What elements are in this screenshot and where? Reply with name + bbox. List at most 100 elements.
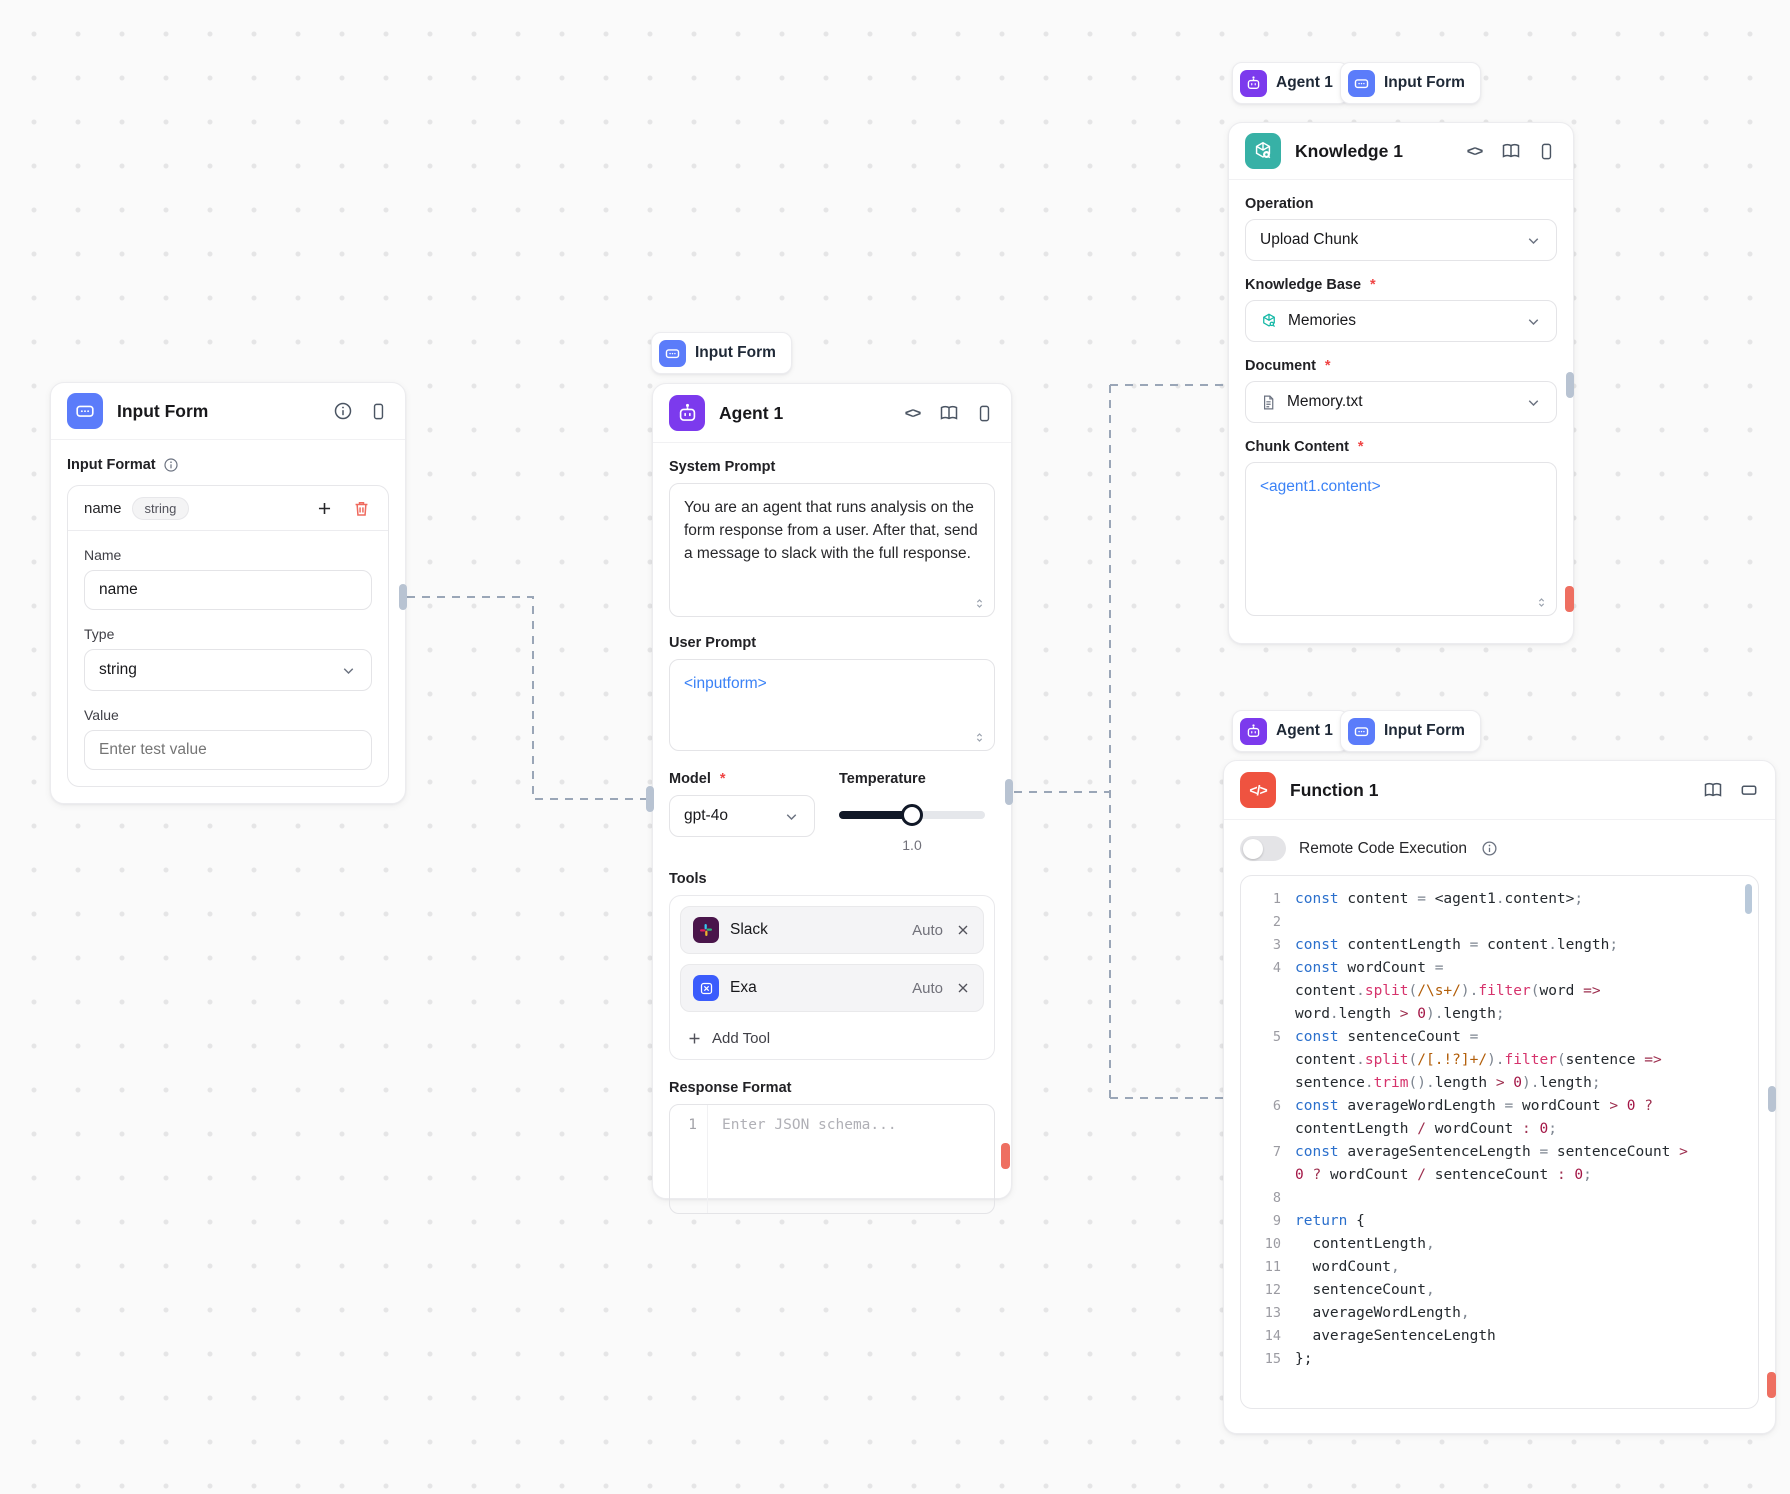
chunk-content-textarea[interactable]: <agent1.content>: [1245, 462, 1557, 616]
type-label: Type: [84, 626, 115, 642]
connector-inputform-agent: [407, 596, 648, 800]
delete-field-icon[interactable]: [351, 498, 372, 519]
slider-knob[interactable]: [901, 804, 923, 826]
tool-mode[interactable]: Auto: [912, 921, 943, 939]
info-icon[interactable]: [332, 401, 353, 422]
code-view-icon[interactable]: <>: [904, 404, 922, 422]
resize-handle-icon[interactable]: [973, 731, 986, 744]
add-field-icon[interactable]: [314, 498, 335, 519]
resize-handle-icon[interactable]: [973, 597, 986, 610]
phone-preview-icon[interactable]: [368, 401, 389, 422]
model-select[interactable]: gpt-4o: [669, 795, 815, 837]
phone-preview-icon[interactable]: [1536, 141, 1557, 162]
slack-icon: [693, 917, 719, 943]
token-chip-input-form[interactable]: Input Form: [1340, 710, 1481, 752]
field-type-badge: string: [131, 496, 190, 520]
input-form-icon: [67, 393, 103, 429]
code-line: 13 averageWordLength,: [1264, 1305, 1470, 1321]
temperature-value: 1.0: [902, 837, 922, 853]
response-format-editor[interactable]: 1 Enter JSON schema...: [669, 1104, 995, 1214]
error-output-handle[interactable]: [1001, 1143, 1010, 1169]
input-form-icon: [659, 339, 686, 367]
code-line: sentence.trim().length > 0).length;: [1295, 1075, 1601, 1091]
value-input[interactable]: [84, 730, 372, 770]
code-line: 11 wordCount,: [1264, 1259, 1400, 1275]
token-chip-agent-1[interactable]: Agent 1: [1232, 62, 1349, 104]
resize-handle-icon[interactable]: [1535, 596, 1548, 609]
remove-tool-icon[interactable]: [954, 978, 971, 999]
function-icon: </>: [1240, 772, 1276, 808]
document-select[interactable]: Memory.txt: [1245, 381, 1557, 423]
output-handle[interactable]: [1005, 779, 1013, 805]
knowledge-base-select[interactable]: Memories: [1245, 300, 1557, 342]
user-prompt-textarea[interactable]: <inputform>: [669, 659, 995, 751]
name-label: Name: [84, 547, 122, 563]
value-label: Value: [84, 707, 119, 723]
tool-row-slack[interactable]: Slack Auto: [680, 906, 984, 954]
code-line: 12 sentenceCount,: [1264, 1282, 1435, 1298]
knowledge-node: Knowledge 1 <> Operation Upload Chunk Kn…: [1228, 122, 1574, 644]
code-scrollbar-thumb[interactable]: [1745, 884, 1752, 914]
knowledge-icon: [1245, 133, 1281, 169]
remote-code-execution-toggle[interactable]: [1240, 836, 1286, 861]
error-output-handle[interactable]: [1767, 1372, 1776, 1398]
operation-select[interactable]: Upload Chunk: [1245, 219, 1557, 261]
temperature-slider[interactable]: [839, 795, 985, 835]
tool-mode[interactable]: Auto: [912, 979, 943, 997]
node-title: Input Form: [117, 400, 209, 421]
kb-cube-icon: [1260, 312, 1278, 330]
docs-book-icon[interactable]: [1500, 141, 1521, 162]
info-icon[interactable]: [163, 456, 180, 473]
system-prompt-label: System Prompt: [669, 459, 776, 475]
tools-label: Tools: [669, 871, 707, 887]
code-line: content.split(/\s+/).filter(word =>: [1295, 983, 1601, 999]
user-prompt-label: User Prompt: [669, 635, 757, 651]
code-line: contentLength / wordCount : 0;: [1295, 1121, 1557, 1137]
tool-row-exa[interactable]: Exa Auto: [680, 964, 984, 1012]
code-line: content.split(/[.!?]+/).filter(sentence …: [1295, 1052, 1662, 1068]
phone-preview-icon[interactable]: [974, 403, 995, 424]
expand-panel-icon[interactable]: [1738, 780, 1759, 801]
output-handle[interactable]: [1566, 372, 1574, 398]
token-chip-input-form[interactable]: Input Form: [651, 332, 792, 374]
code-line: 14 averageSentenceLength: [1264, 1328, 1496, 1344]
input-form-icon: [1348, 69, 1375, 97]
info-icon[interactable]: [1480, 838, 1498, 859]
operation-label: Operation: [1245, 196, 1314, 212]
code-line: 10 contentLength,: [1264, 1236, 1435, 1252]
agent-icon: [1240, 69, 1267, 97]
temperature-label: Temperature: [839, 771, 926, 787]
exa-icon: [693, 975, 719, 1001]
line-number: 1: [670, 1105, 708, 1213]
docs-book-icon[interactable]: [1702, 780, 1723, 801]
error-output-handle[interactable]: [1565, 586, 1574, 612]
code-line: 8: [1272, 1190, 1281, 1206]
agent-node: Agent 1 <> System Prompt You are an agen…: [652, 383, 1012, 1214]
code-line: 0 ? wordCount / sentenceCount : 0;: [1295, 1167, 1592, 1183]
input-handle[interactable]: [646, 786, 654, 812]
docs-book-icon[interactable]: [938, 403, 959, 424]
output-handle[interactable]: [399, 584, 407, 610]
node-title: Knowledge 1: [1295, 140, 1403, 161]
token-chip-agent-1[interactable]: Agent 1: [1232, 710, 1349, 752]
node-title: Function 1: [1290, 779, 1379, 800]
system-prompt-textarea[interactable]: You are an agent that runs analysis on t…: [669, 483, 995, 617]
code-line: 15};: [1264, 1351, 1313, 1367]
add-tool-button[interactable]: Add Tool: [680, 1022, 984, 1049]
token-chip-input-form[interactable]: Input Form: [1340, 62, 1481, 104]
output-handle[interactable]: [1768, 1086, 1776, 1112]
agent-icon: [1240, 717, 1267, 745]
code-view-icon[interactable]: <>: [1466, 142, 1484, 160]
type-select[interactable]: string: [84, 649, 372, 691]
document-file-icon: [1260, 394, 1277, 411]
field-name: name: [84, 499, 122, 517]
name-input[interactable]: [84, 570, 372, 610]
remove-tool-icon[interactable]: [954, 920, 971, 941]
